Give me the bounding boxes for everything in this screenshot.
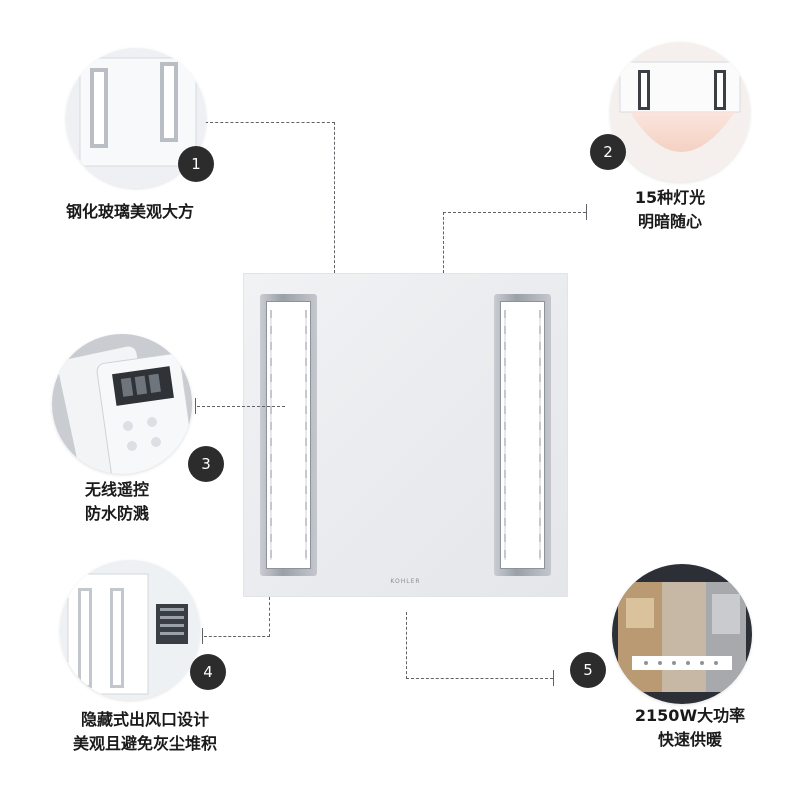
caption-5-line-1: 2150W大功率 xyxy=(634,706,746,725)
caption-4-line-2: 美观且避免灰尘堆积 xyxy=(72,734,217,753)
connector-2-v xyxy=(443,212,444,273)
badge-5: 5 xyxy=(570,652,606,688)
connector-5-v xyxy=(406,612,407,679)
caption-2-line-2: 明暗随心 xyxy=(637,212,702,231)
caption-2-line-1: 15种灯光 xyxy=(634,188,706,207)
badge-3: 3 xyxy=(188,446,224,482)
connector-4-h xyxy=(204,636,270,637)
connector-5-tick xyxy=(553,670,554,686)
hidden-vent-thumbnail xyxy=(60,560,200,700)
connector-1-h xyxy=(205,122,335,123)
caption-4-line-1: 隐藏式出风口设计 xyxy=(80,710,209,729)
caption-5: 2150W大功率 快速供暖 xyxy=(610,704,770,752)
connector-4-v xyxy=(269,597,270,637)
connector-2-tick xyxy=(586,204,587,220)
left-vent xyxy=(260,294,317,576)
heating-thumbnail xyxy=(612,564,752,704)
connector-1-v xyxy=(334,122,335,273)
connector-3-tick xyxy=(195,398,196,414)
caption-1: 钢化玻璃美观大方 xyxy=(20,200,240,224)
badge-4: 4 xyxy=(190,654,226,690)
caption-3: 无线遥控 防水防溅 xyxy=(52,478,182,526)
brand-mark: KOHLER xyxy=(390,578,421,585)
connector-2-h xyxy=(443,212,586,213)
caption-3-line-2: 防水防溅 xyxy=(84,504,149,523)
badge-1: 1 xyxy=(178,146,214,182)
heater-panel: KOHLER xyxy=(243,273,568,597)
caption-3-line-1: 无线遥控 xyxy=(84,480,149,499)
remote-control-thumbnail xyxy=(52,334,192,474)
caption-5-line-2: 快速供暖 xyxy=(657,730,722,749)
connector-4-tick xyxy=(202,628,203,644)
badge-2: 2 xyxy=(590,134,626,170)
connector-5-h xyxy=(406,678,553,679)
caption-2: 15种灯光 明暗随心 xyxy=(600,186,740,234)
connector-3-h xyxy=(197,406,285,407)
caption-1-line-1: 钢化玻璃美观大方 xyxy=(65,202,194,221)
light-thumbnail xyxy=(610,42,750,182)
caption-4: 隐藏式出风口设计 美观且避免灰尘堆积 xyxy=(40,708,250,756)
right-vent xyxy=(494,294,551,576)
